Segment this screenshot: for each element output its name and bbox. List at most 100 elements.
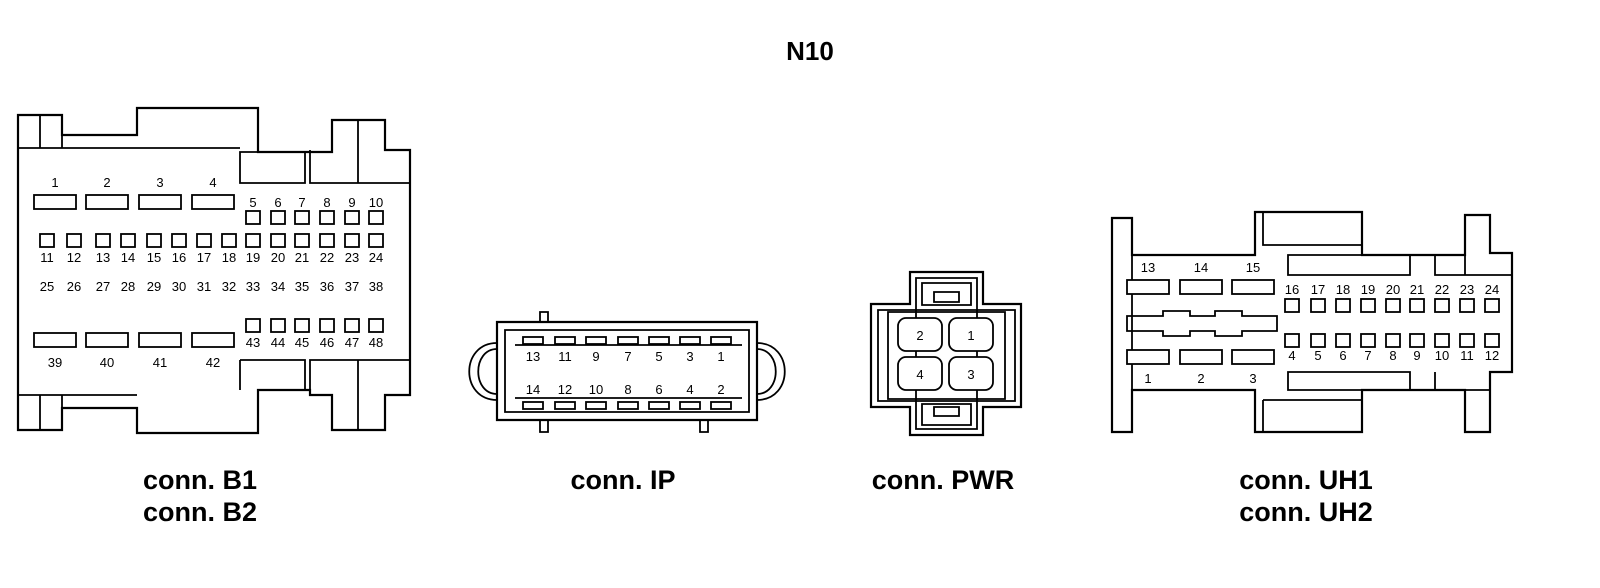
- pin-label: 7: [298, 195, 305, 210]
- pin-label: 26: [67, 279, 81, 294]
- pin-label: 44: [271, 335, 285, 350]
- pin-cavity: [1385, 333, 1401, 348]
- pin-label: 4: [686, 382, 693, 397]
- pin-cavity: [648, 336, 670, 345]
- pin-label: 41: [153, 355, 167, 370]
- pin-label: 24: [1485, 282, 1499, 297]
- pin-label: 13: [526, 349, 540, 364]
- pin-cavity: [245, 210, 261, 225]
- pin-label: 14: [526, 382, 540, 397]
- pin-label: 12: [1485, 348, 1499, 363]
- pin-cavity: [710, 401, 732, 410]
- pin-label: 7: [624, 349, 631, 364]
- pin-cavity: [679, 336, 701, 345]
- pin-label: 25: [40, 279, 54, 294]
- pin-label: 3: [156, 175, 163, 190]
- pin-cavity: [344, 210, 360, 225]
- pin-label: 8: [624, 382, 631, 397]
- pin-label: 2: [916, 328, 923, 343]
- pin-cavity: [1284, 298, 1300, 313]
- pin-label: 17: [1311, 282, 1325, 297]
- pin-label: 24: [369, 250, 383, 265]
- pin-cavity: [948, 317, 994, 352]
- pin-label: 7: [1364, 348, 1371, 363]
- pin-label: 38: [369, 279, 383, 294]
- pin-label: 6: [1339, 348, 1346, 363]
- pin-label: 15: [1246, 260, 1260, 275]
- pin-cavity: [120, 233, 136, 248]
- pin-cavity: [648, 401, 670, 410]
- pin-cavity: [585, 336, 607, 345]
- pin-cavity: [33, 332, 77, 348]
- pin-cavity: [319, 318, 335, 333]
- pin-label: 32: [222, 279, 236, 294]
- pin-label: 18: [222, 250, 236, 265]
- pin-label: 13: [1141, 260, 1155, 275]
- caption-uh1: conn. UH1: [1239, 465, 1373, 495]
- pin-label: 1: [51, 175, 58, 190]
- pin-cavity: [196, 233, 212, 248]
- pin-label: 1: [967, 328, 974, 343]
- pin-cavity: [1484, 298, 1500, 313]
- pin-cavity: [138, 194, 182, 210]
- pin-cavity: [191, 332, 235, 348]
- pin-label: 43: [246, 335, 260, 350]
- pin-cavity: [948, 356, 994, 391]
- pin-cavity: [1434, 333, 1450, 348]
- pin-label: 46: [320, 335, 334, 350]
- pin-cavity: [1284, 333, 1300, 348]
- pin-cavity: [368, 318, 384, 333]
- pin-label: 36: [320, 279, 334, 294]
- pin-cavity: [270, 318, 286, 333]
- pin-cavity: [191, 194, 235, 210]
- pin-label: 2: [103, 175, 110, 190]
- pin-cavity: [1484, 333, 1500, 348]
- pin-label: 22: [1435, 282, 1449, 297]
- pin-label: 19: [1361, 282, 1375, 297]
- pin-cavity: [270, 210, 286, 225]
- pin-cavity: [368, 233, 384, 248]
- pin-cavity: [85, 332, 129, 348]
- pin-cavity: [39, 233, 55, 248]
- pin-cavity: [1434, 298, 1450, 313]
- pin-cavity: [294, 318, 310, 333]
- pin-cavity: [897, 356, 943, 391]
- pin-cavity: [33, 194, 77, 210]
- pin-cavity: [1310, 333, 1326, 348]
- pin-label: 19: [246, 250, 260, 265]
- pin-cavity: [679, 401, 701, 410]
- pin-label: 12: [558, 382, 572, 397]
- pin-label: 9: [592, 349, 599, 364]
- pin-label: 27: [96, 279, 110, 294]
- pin-label: 21: [295, 250, 309, 265]
- pin-cavity: [897, 317, 943, 352]
- pin-cavity: [522, 336, 544, 345]
- pin-label: 35: [295, 279, 309, 294]
- pin-label: 13: [96, 250, 110, 265]
- pin-label: 9: [348, 195, 355, 210]
- pin-cavity: [1179, 349, 1223, 365]
- pin-label: 11: [40, 250, 54, 265]
- pin-label: 10: [1435, 348, 1449, 363]
- pin-label: 2: [1197, 371, 1204, 386]
- pin-label: 9: [1413, 348, 1420, 363]
- pin-cavity: [1179, 279, 1223, 295]
- pin-label: 47: [345, 335, 359, 350]
- pin-label: 31: [197, 279, 211, 294]
- pin-label: 22: [320, 250, 334, 265]
- caption-ip: conn. IP: [570, 465, 675, 495]
- pin-cavity: [294, 233, 310, 248]
- pin-label: 8: [1389, 348, 1396, 363]
- pin-label: 12: [67, 250, 81, 265]
- connector-ip-body: [468, 311, 786, 433]
- pin-label: 1: [717, 349, 724, 364]
- pin-label: 3: [686, 349, 693, 364]
- pin-cavity: [522, 401, 544, 410]
- pin-cavity: [245, 318, 261, 333]
- pin-label: 4: [1288, 348, 1295, 363]
- pin-label: 48: [369, 335, 383, 350]
- pin-label: 4: [916, 367, 923, 382]
- connector-b-body: [16, 106, 412, 435]
